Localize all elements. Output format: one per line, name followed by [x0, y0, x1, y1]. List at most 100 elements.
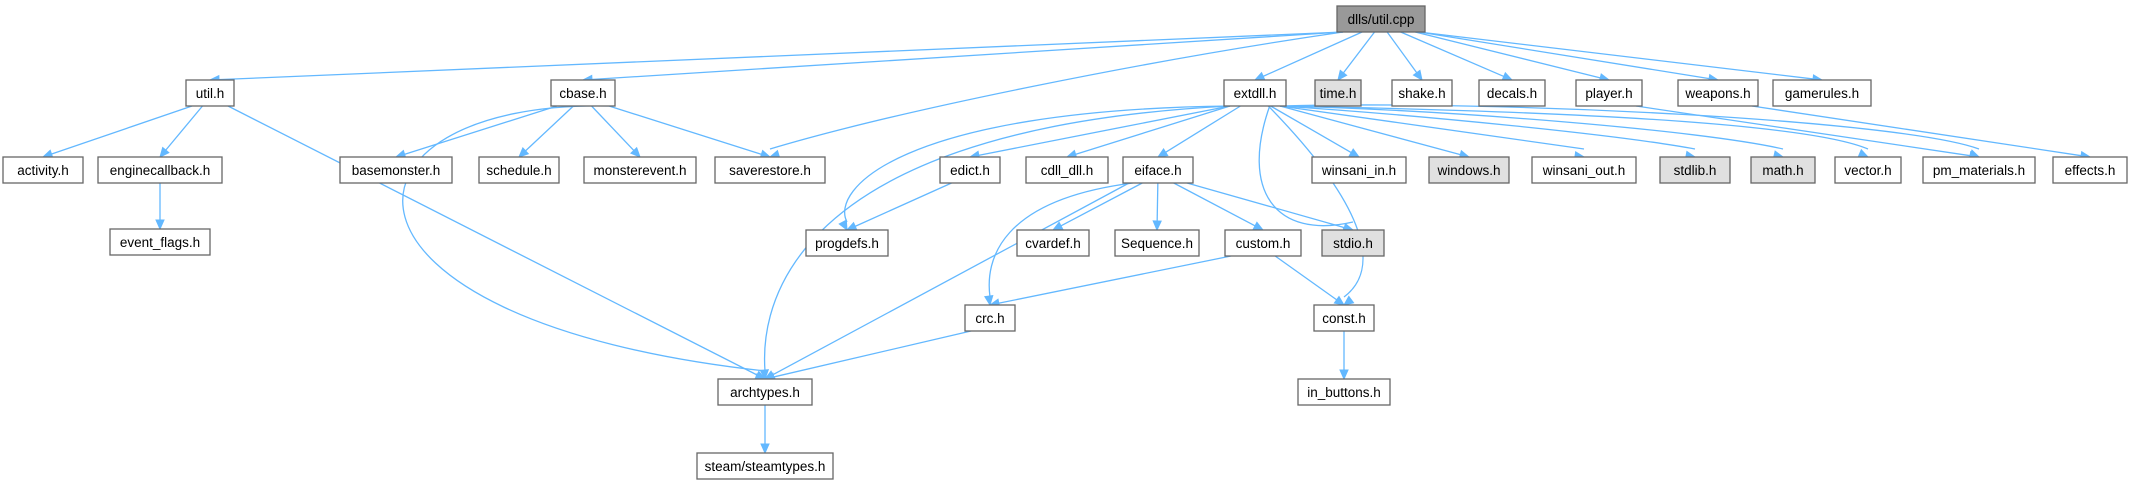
node-custom-h[interactable]: custom.h — [1224, 229, 1302, 257]
edge-eiface-h-to-crc-h — [984, 182, 1133, 307]
node-box — [696, 452, 834, 480]
node-sequence-h[interactable]: Sequence.h — [1114, 229, 1200, 257]
node-gamerules-h[interactable]: gamerules.h — [1772, 79, 1872, 107]
node-box — [964, 304, 1016, 332]
node-progdefs-h[interactable]: progdefs.h — [805, 229, 889, 257]
edge-extdll-h-to-stdlib-h — [1279, 105, 1697, 160]
edge-edict-h-to-progdefs-h — [845, 182, 952, 231]
node-enginecallback-h[interactable]: enginecallback.h — [97, 156, 223, 184]
node-box — [1428, 156, 1510, 184]
edge-line — [1635, 105, 1972, 157]
node-activity-h[interactable]: activity.h — [2, 156, 84, 184]
edge-root-to-cbase-h — [581, 31, 1344, 85]
node-schedule-h[interactable]: schedule.h — [478, 156, 560, 184]
edge-arrowhead — [1412, 69, 1423, 81]
node-label: progdefs.h — [815, 236, 879, 251]
edge-cbase-h-to-monsterevent-h — [591, 105, 641, 158]
node-steamtypes-h[interactable]: steam/steamtypes.h — [696, 452, 834, 480]
edge-root-to-util-h — [208, 31, 1344, 85]
node-label: pm_materials.h — [1933, 163, 2025, 178]
node-label: activity.h — [17, 163, 69, 178]
edge-line — [1342, 31, 1376, 75]
node-label: eiface.h — [1134, 163, 1181, 178]
edge-arrowhead — [1339, 369, 1349, 381]
edge-extdll-h-to-edict-h — [968, 105, 1231, 160]
node-weapons-h[interactable]: weapons.h — [1677, 79, 1759, 107]
node-crc-h[interactable]: crc.h — [964, 304, 1016, 332]
node-cdll-dll-h[interactable]: cdll_dll.h — [1025, 156, 1109, 184]
edge-line — [1279, 105, 1696, 150]
node-cbase-h[interactable]: cbase.h — [550, 79, 616, 107]
edge-line — [403, 105, 558, 156]
node-box — [805, 229, 889, 257]
edge-eiface-h-to-stdio-h — [1186, 182, 1355, 233]
node-archtypes-h[interactable]: archtypes.h — [717, 378, 813, 406]
node-label: stdlib.h — [1674, 163, 1717, 178]
edge-arrowhead — [838, 219, 848, 232]
node-in-buttons-h[interactable]: in_buttons.h — [1297, 378, 1391, 406]
node-box — [1575, 79, 1643, 107]
node-label: steam/steamtypes.h — [705, 459, 826, 474]
node-box — [1478, 79, 1546, 107]
edge-cbase-h-to-schedule-h — [518, 105, 574, 158]
node-label: cvardef.h — [1025, 236, 1081, 251]
node-const-h[interactable]: const.h — [1313, 304, 1375, 332]
node-label: enginecallback.h — [110, 163, 211, 178]
edge-extdll-h-to-vector-h — [1279, 105, 1870, 158]
node-extdll-h[interactable]: extdll.h — [1223, 79, 1287, 107]
node-edict-h[interactable]: edict.h — [939, 156, 1001, 184]
edge-arrowhead — [1343, 295, 1355, 306]
edge-arrowhead — [159, 146, 170, 158]
node-label: shake.h — [1398, 86, 1445, 101]
edge-cbase-h-to-basemonster-h — [394, 105, 558, 159]
node-vector-h[interactable]: vector.h — [1834, 156, 1902, 184]
node-util-h[interactable]: util.h — [185, 79, 235, 107]
node-event-flags-h[interactable]: event_flags.h — [109, 228, 211, 256]
edge-arrowhead — [1337, 69, 1348, 81]
edge-arrowhead — [760, 443, 770, 455]
edge-line — [1418, 31, 1815, 80]
edge-line — [1186, 182, 1346, 229]
node-box — [1223, 79, 1287, 107]
node-shake-h[interactable]: shake.h — [1391, 79, 1453, 107]
node-label: in_buttons.h — [1307, 385, 1381, 400]
node-box — [1772, 79, 1872, 107]
node-box — [1224, 229, 1302, 257]
edges-layer — [41, 31, 2092, 455]
edge-eiface-h-to-custom-h — [1173, 182, 1265, 231]
node-pm-materials-h[interactable]: pm_materials.h — [1922, 156, 2036, 184]
node-label: const.h — [1322, 311, 1366, 326]
node-monsterevent-h[interactable]: monsterevent.h — [583, 156, 697, 184]
edge-extdll-h-to-math-h — [1279, 105, 1785, 160]
edge-arrowhead — [1252, 221, 1265, 231]
edge-custom-h-to-crc-h — [988, 255, 1232, 308]
node-stdlib-h: stdlib.h — [1659, 156, 1731, 184]
edge-root-to-player-h — [1415, 31, 1611, 83]
node-winsani-out-h[interactable]: winsani_out.h — [1531, 156, 1637, 184]
node-label: edict.h — [950, 163, 990, 178]
edge-line — [1274, 255, 1338, 301]
edge-line — [1400, 31, 1505, 78]
edge-util-h-to-activity-h — [41, 105, 193, 159]
node-label: weapons.h — [1684, 86, 1750, 101]
node-label: cdll_dll.h — [1041, 163, 1094, 178]
node-effects-h[interactable]: effects.h — [2052, 156, 2128, 184]
node-winsani-in-h[interactable]: winsani_in.h — [1311, 156, 1407, 184]
node-math-h: math.h — [1750, 156, 1816, 184]
node-box — [1321, 229, 1385, 257]
edge-root-to-gamerules-h — [1418, 31, 1824, 84]
node-basemonster-h[interactable]: basemonster.h — [339, 156, 453, 184]
edge-line — [524, 105, 574, 153]
node-saverestore-h[interactable]: saverestore.h — [714, 156, 826, 184]
node-box — [714, 156, 826, 184]
node-decals-h[interactable]: decals.h — [1478, 79, 1546, 107]
node-cvardef-h[interactable]: cvardef.h — [1016, 229, 1090, 257]
edge-eiface-h-to-sequence-h — [1152, 182, 1162, 232]
edge-cbase-h-to-archtypes-h — [402, 105, 767, 383]
node-label: util.h — [196, 86, 225, 101]
edge-line — [1262, 31, 1363, 78]
edge-line — [227, 105, 759, 376]
node-player-h[interactable]: player.h — [1575, 79, 1643, 107]
node-label: time.h — [1320, 86, 1357, 101]
node-eiface-h[interactable]: eiface.h — [1122, 156, 1194, 184]
